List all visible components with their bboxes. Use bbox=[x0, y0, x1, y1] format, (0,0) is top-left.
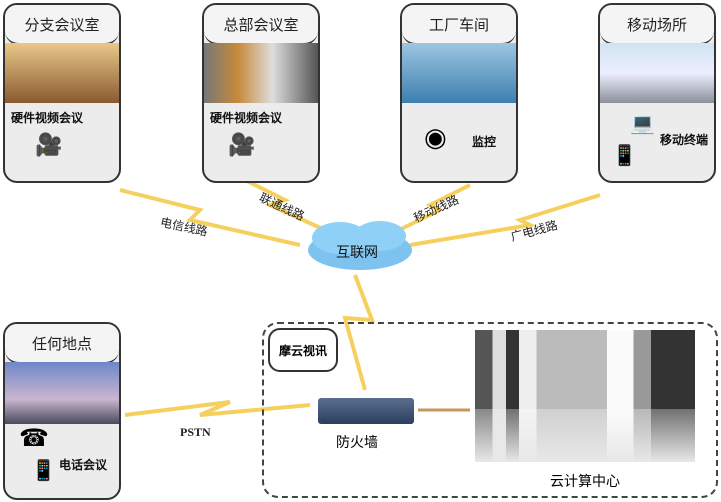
bolt-unicom bbox=[244, 178, 326, 232]
brand-label: 摩云视讯 bbox=[268, 328, 338, 372]
site-hq-meeting-room: 总部会议室 硬件视频会议 🎥 bbox=[202, 3, 320, 183]
laptop-icon: 💻 bbox=[630, 111, 655, 135]
desk-phone-icon: ☎ bbox=[19, 424, 49, 452]
site-title: 分支会议室 bbox=[5, 5, 119, 45]
bolt-internet-firewall bbox=[342, 274, 375, 391]
device-label: 监控 bbox=[472, 135, 497, 149]
site-title: 任何地点 bbox=[5, 324, 119, 364]
video-camera-icon: 🎥 bbox=[228, 133, 256, 158]
firewall-device-icon bbox=[318, 398, 414, 424]
meeting-room-photo bbox=[204, 43, 318, 103]
site-branch-meeting-room: 分支会议室 硬件视频会议 🎥 bbox=[3, 3, 121, 183]
meeting-room-photo bbox=[5, 43, 119, 103]
site-mobile: 移动场所 💻 📱 移动终端 bbox=[598, 3, 716, 183]
device-label: 移动终端 bbox=[660, 133, 709, 147]
firewall-label: 防火墙 bbox=[336, 435, 378, 451]
tablet-icon: 📱 bbox=[612, 143, 637, 167]
cloud-icon bbox=[308, 221, 412, 270]
pstn-label: PSTN bbox=[180, 425, 211, 439]
video-camera-icon: 🎥 bbox=[35, 133, 63, 158]
cloud-platform-boundary bbox=[262, 322, 718, 498]
device-label: 硬件视频会议 bbox=[11, 111, 84, 125]
datacenter-label: 云计算中心 bbox=[550, 474, 620, 490]
site-anywhere: 任何地点 ☎ 📱 电话会议 bbox=[3, 322, 121, 500]
dome-camera-icon: ◉ bbox=[424, 123, 447, 153]
internet-label: 互联网 bbox=[336, 245, 378, 261]
bolt-mobile bbox=[394, 183, 471, 234]
datacenter-photo bbox=[475, 330, 695, 462]
device-label: 硬件视频会议 bbox=[210, 111, 283, 125]
site-title: 移动场所 bbox=[600, 5, 714, 45]
bolt-telecom bbox=[119, 188, 301, 247]
factory-photo bbox=[402, 43, 516, 103]
city-photo bbox=[5, 362, 119, 424]
train-photo bbox=[600, 43, 714, 103]
site-factory: 工厂车间 ◉ 监控 bbox=[400, 3, 518, 183]
mobile-phone-icon: 📱 bbox=[31, 458, 56, 482]
bolt-broadcast bbox=[409, 193, 601, 247]
site-title: 工厂车间 bbox=[402, 5, 516, 45]
device-label: 电话会议 bbox=[59, 458, 108, 472]
site-title: 总部会议室 bbox=[204, 5, 318, 45]
bolt-pstn bbox=[124, 400, 311, 417]
